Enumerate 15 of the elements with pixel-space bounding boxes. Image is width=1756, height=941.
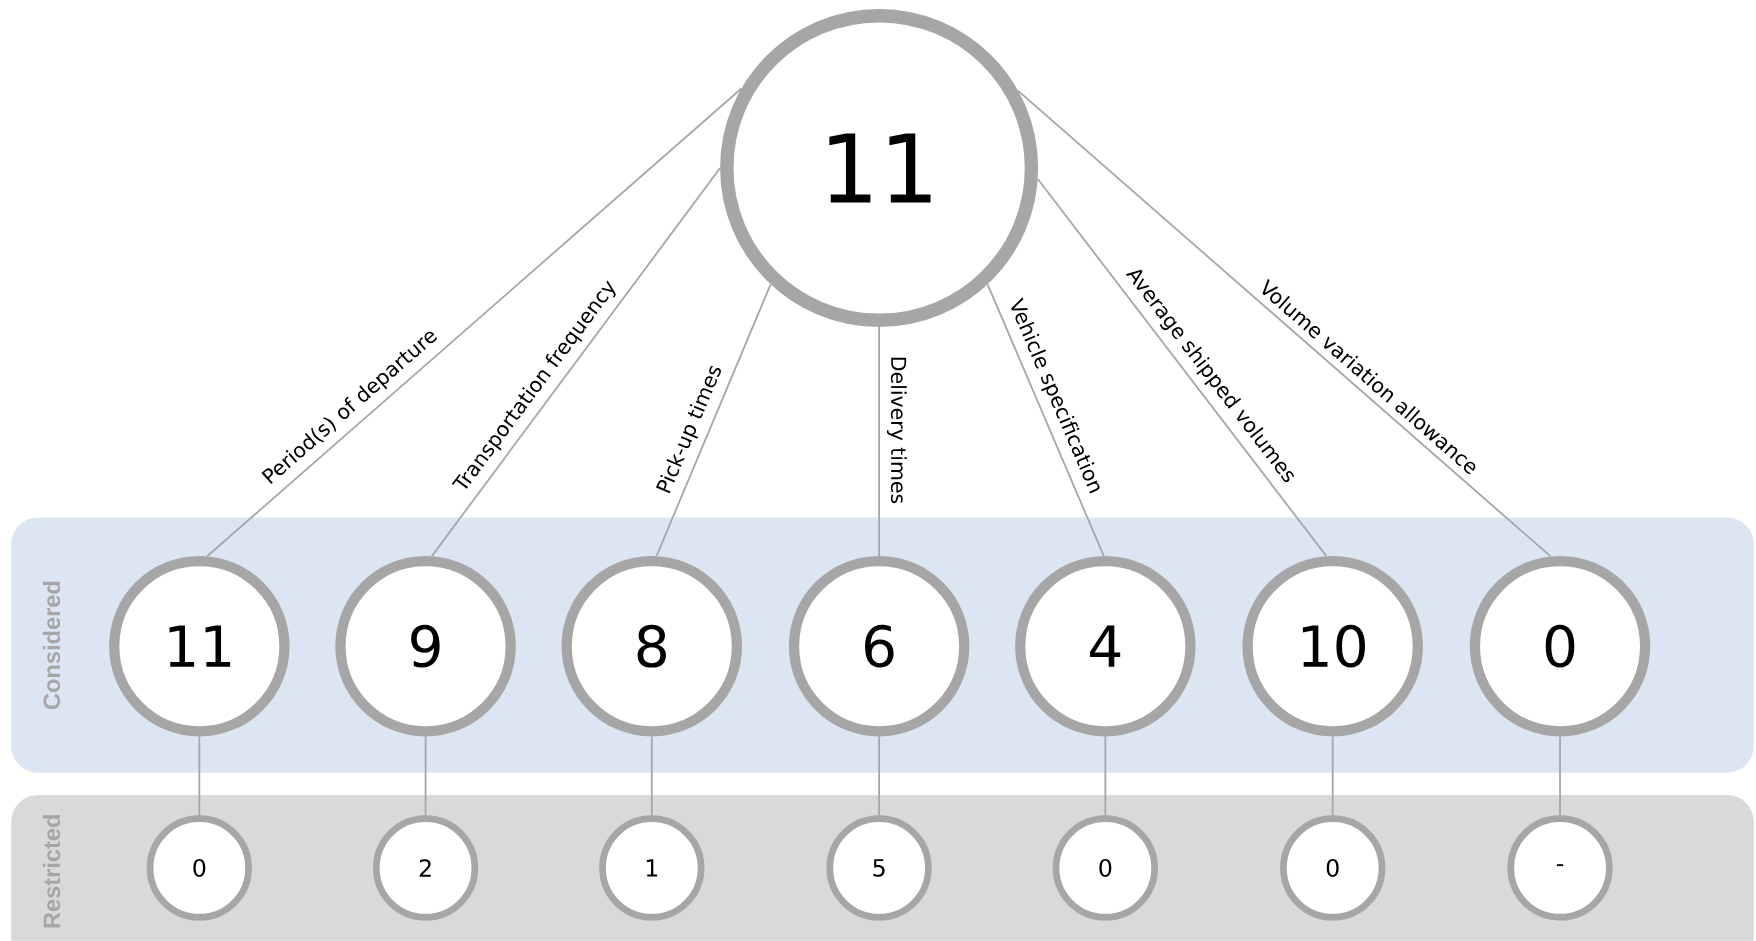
connector-line xyxy=(650,735,653,817)
connector-line xyxy=(198,735,201,817)
connector-line xyxy=(986,283,1105,557)
connector-line xyxy=(878,735,881,817)
edge-label: Delivery times xyxy=(886,357,907,504)
connector-line xyxy=(878,326,881,557)
connector-line xyxy=(206,87,743,558)
connector-line xyxy=(655,283,772,558)
connector-line xyxy=(424,735,427,817)
connector-line xyxy=(1104,735,1107,817)
connector-line xyxy=(1559,735,1561,817)
connector-line xyxy=(1331,735,1334,817)
connector-line xyxy=(1036,178,1328,558)
connector-line xyxy=(430,167,721,558)
connector-line xyxy=(1017,90,1552,558)
